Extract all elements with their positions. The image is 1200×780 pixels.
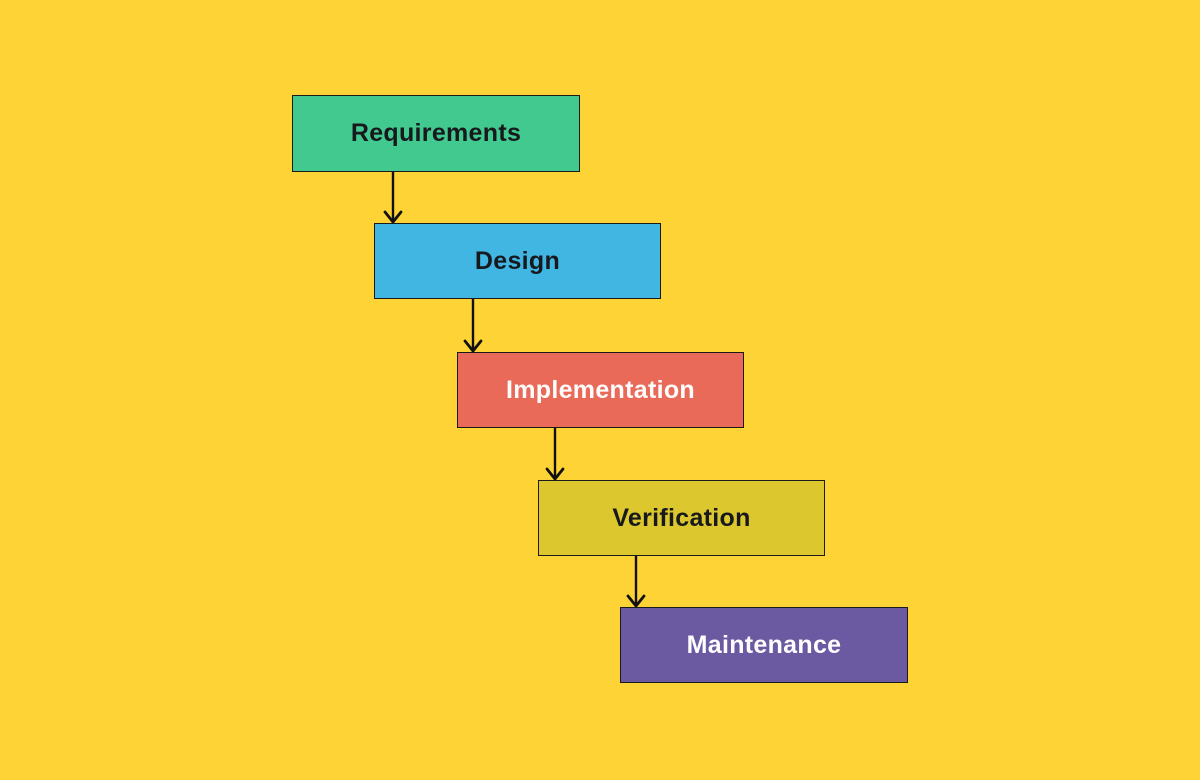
connector-arrow-implementation-to-verification: [545, 428, 565, 482]
phase-label-maintenance: Maintenance: [686, 630, 842, 659]
phase-label-implementation: Implementation: [506, 375, 695, 404]
phase-box-implementation[interactable]: Implementation: [457, 352, 744, 428]
connector-arrow-requirements-to-design: [383, 172, 403, 225]
phase-label-verification: Verification: [612, 503, 751, 532]
connector-arrow-verification-to-maintenance: [626, 556, 646, 609]
connector-arrow-design-to-implementation: [463, 299, 483, 354]
phase-box-maintenance[interactable]: Maintenance: [620, 607, 908, 683]
phase-box-design[interactable]: Design: [374, 223, 661, 299]
phase-label-design: Design: [474, 246, 561, 275]
phase-box-requirements[interactable]: Requirements: [292, 95, 580, 172]
phase-label-requirements: Requirements: [350, 119, 522, 147]
phase-box-verification[interactable]: Verification: [538, 480, 825, 556]
